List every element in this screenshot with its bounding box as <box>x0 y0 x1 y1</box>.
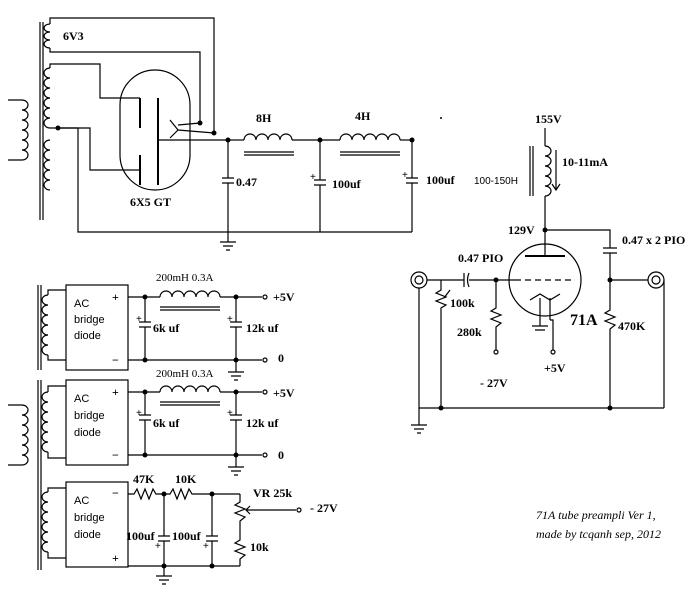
filament1-choke-label: 200mH 0.3A <box>156 272 214 284</box>
bridge-box-1-line2: bridge <box>74 314 105 326</box>
filament2-choke-label: 200mH 0.3A <box>156 368 214 380</box>
bridge-box-3-line2: bridge <box>74 512 105 524</box>
svg-text:+: + <box>155 541 161 552</box>
choke2-label: 4H <box>355 109 371 123</box>
filament-transformer-2 <box>8 380 66 570</box>
filament2-zero-out: 0 <box>278 448 284 462</box>
svg-text:+: + <box>227 314 233 325</box>
bias-res1-label: 47K <box>133 472 155 486</box>
grid-res-label: 280k <box>457 325 482 339</box>
triode-71a <box>508 230 582 320</box>
bridge-box-2-minus: − <box>112 448 119 462</box>
filament1-cap2-label: 12k uf <box>246 321 279 335</box>
grid-bias-label: - 27V <box>480 376 508 390</box>
svg-text:+: + <box>136 314 142 325</box>
plate-choke-label: 100-150H <box>474 176 518 187</box>
input-cap-label: 0.47 PIO <box>458 251 503 265</box>
cap2-label: 100uf <box>332 177 362 191</box>
bridge-box-1-line3: diode <box>74 330 101 342</box>
bridge-box-2-line1: AC <box>74 393 89 405</box>
output-res-label: 470K <box>618 319 646 333</box>
input-jack <box>410 271 428 289</box>
bridge-box-3-plus: + <box>112 551 119 565</box>
bridge-box-3-line1: AC <box>74 495 89 507</box>
caption-line1: 71A tube preampli Ver 1, <box>536 508 656 522</box>
bridge-box-2-line2: bridge <box>74 410 105 422</box>
filament2-plus-out: +5V <box>273 386 295 400</box>
bridge-box-3-line3: diode <box>74 529 101 541</box>
filament1-zero-out: 0 <box>278 351 284 365</box>
bias-res2-label: 10K <box>175 472 197 486</box>
svg-text:+: + <box>203 541 209 552</box>
cap1-label: 0.47 <box>236 175 257 189</box>
output-jack <box>647 271 665 289</box>
current-label: 10-11mA <box>562 155 608 169</box>
bridge-box-1-minus: − <box>112 353 119 367</box>
filament1-plus-out: +5V <box>273 290 295 304</box>
cap3-label: 100uf <box>426 173 456 187</box>
choke1-label: 8H <box>256 111 272 125</box>
svg-text:+: + <box>402 170 408 181</box>
bridge-box-2-line3: diode <box>74 427 101 439</box>
b-plus-label: 155V <box>535 112 562 126</box>
bridge-box-2 <box>65 379 129 466</box>
pot-label: 100k <box>450 296 475 310</box>
tube-label: 71A <box>570 312 598 329</box>
bridge-box-1-plus: + <box>112 290 119 304</box>
bias-transformer <box>41 487 66 559</box>
bias-cap2-label: 100uf <box>172 529 202 543</box>
rectifier-tube <box>119 69 191 191</box>
bridge-box-3-minus: − <box>112 486 119 500</box>
filament2-cap2-label: 12k uf <box>246 416 279 430</box>
svg-text:+: + <box>310 172 316 183</box>
bias-cap1-label: 100uf <box>126 529 156 543</box>
heater-label: 6V3 <box>63 29 84 43</box>
bridge-box-1-line1: AC <box>74 298 89 310</box>
svg-text:+: + <box>227 408 233 419</box>
bias-out-label: - 27V <box>310 501 338 515</box>
bias-res3-label: 10k <box>250 540 269 554</box>
filament-transformer-1 <box>37 285 66 370</box>
vr-label: VR 25k <box>253 486 292 500</box>
filament-label: +5V <box>544 361 566 375</box>
filament2-cap1-label: 6k uf <box>153 416 180 430</box>
rectifier-label: 6X5 GT <box>130 195 171 209</box>
filament1-cap1-label: 6k uf <box>153 321 180 335</box>
caption-line2: made by tcqanh sep, 2012 <box>536 527 661 541</box>
power-transformer <box>8 22 51 220</box>
coupling-cap-label: 0.47 x 2 PIO <box>622 233 685 247</box>
svg-text:+: + <box>136 408 142 419</box>
plate-voltage-label: 129V <box>508 223 535 237</box>
bridge-box-1 <box>65 284 129 371</box>
bridge-box-2-plus: + <box>112 385 119 399</box>
bridge-box-3 <box>65 481 129 568</box>
